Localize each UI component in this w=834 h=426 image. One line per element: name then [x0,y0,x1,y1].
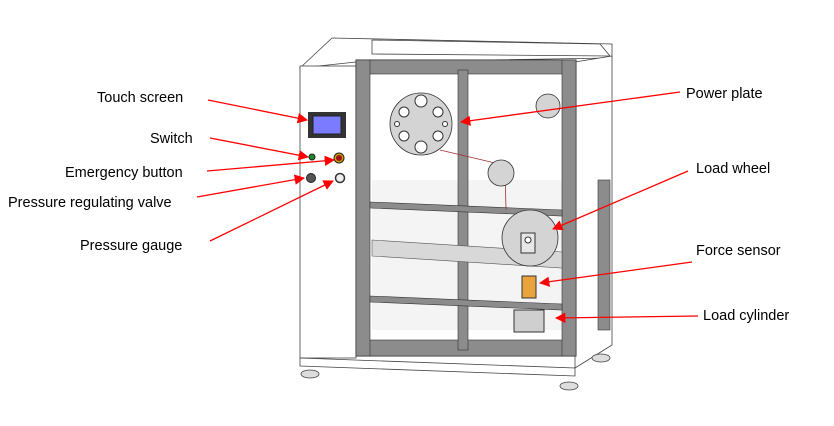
label-load-cylinder: Load cylinder [703,308,789,324]
label-switch: Switch [150,131,193,147]
idler-pulley [487,159,515,187]
label-pressure-regulating-valve: Pressure regulating valve [8,195,172,211]
callout-arrows [196,91,699,324]
label-load-wheel: Load wheel [696,161,770,177]
load-cylinder [513,309,545,333]
control-cabinet [299,65,357,359]
top-lid [371,39,611,57]
label-emergency-button: Emergency button [65,165,183,181]
label-touch-screen: Touch screen [97,90,183,106]
machine [298,37,613,391]
label-force-sensor: Force sensor [696,243,781,259]
force-sensor [521,275,537,299]
label-power-plate: Power plate [686,86,763,102]
upper-pulley [535,93,561,119]
feet [300,353,611,391]
touch-screen[interactable] [312,115,342,135]
power-plate [389,92,453,156]
pressure-gauge [334,172,346,184]
label-pressure-gauge: Pressure gauge [80,238,182,254]
switch[interactable] [308,153,316,161]
pressure-regulating-valve[interactable] [306,173,316,183]
base-strip [299,357,576,377]
